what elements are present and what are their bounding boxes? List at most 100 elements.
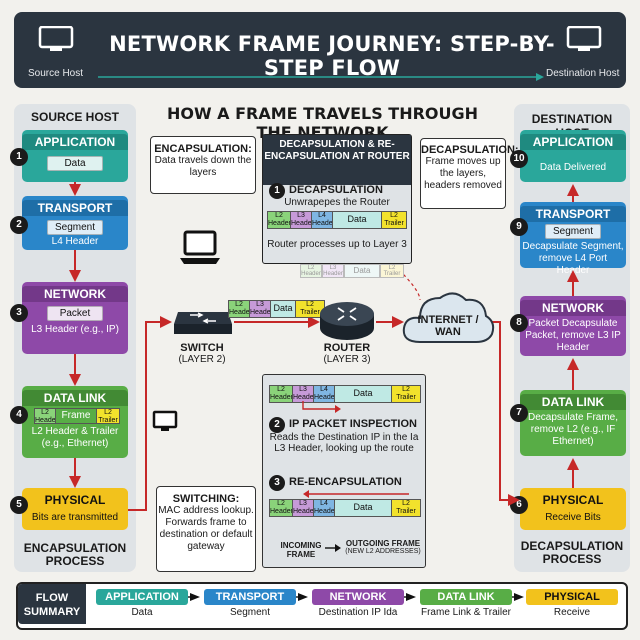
flow-step-network: NETWORK: [312, 589, 404, 605]
destination-layer-network: NETWORK Packet Decapsulate Packet, remov…: [520, 296, 626, 356]
faded-l2-header: L2 Header: [300, 264, 322, 278]
frame-l2-header: L2 Header: [269, 499, 293, 517]
layer-desc: L4 Header: [51, 236, 99, 247]
layer-name: NETWORK: [22, 286, 128, 302]
step-badge: 1: [10, 148, 28, 166]
destination-layer-transport: TRANSPORT Segment Decapsulate Segment, r…: [520, 202, 626, 276]
router-step2-desc: Reads the Destination IP in the Ia L3 He…: [269, 432, 419, 454]
router-step2-title: IP PACKET INSPECTION: [289, 418, 417, 430]
layer-desc: Data Delivered: [539, 162, 607, 173]
frame-l3-header: L3 Header: [249, 300, 273, 318]
flow-sub-network: Destination IP Ida: [318, 607, 398, 618]
source-layer-network: NETWORK Packet L3 Header (e.g., IP): [22, 282, 128, 354]
flow-sub-datalink: Frame Link & Trailer: [420, 607, 512, 618]
step-badge: 4: [10, 406, 28, 424]
destination-layer-physical: PHYSICAL Receive Bits: [520, 488, 626, 530]
decapsulation-footer: DECAPSULATION PROCESS: [520, 539, 624, 566]
layer-name: APPLICATION: [520, 134, 626, 150]
frame-l2-trailer: L2 Trailer: [381, 211, 407, 229]
incoming-to-outgoing-arrow: [325, 544, 341, 552]
callout-title: SWITCHING:: [172, 493, 240, 505]
laptop-icon: [180, 230, 220, 264]
frame-l3-header: L3 Header: [290, 211, 314, 229]
router-name: ROUTER: [323, 342, 371, 354]
outgoing-frame-note: (NEW L2 ADDRESSES): [345, 548, 421, 555]
frame-l4-header: L4 Header: [311, 211, 335, 229]
layer-pdu: Packet: [47, 306, 103, 321]
callout-text: MAC address lookup. Forwards frame to de…: [158, 505, 254, 552]
header-banner: NETWORK FRAME JOURNEY: STEP-BY-STEP FLOW…: [14, 12, 626, 88]
step-badge: 5: [10, 496, 28, 514]
layer-name: PHYSICAL: [542, 493, 604, 507]
step-badge-3: 3: [269, 475, 285, 491]
flow-summary-title: FLOW SUMMARY: [18, 584, 86, 624]
page-title: NETWORK FRAME JOURNEY: STEP-BY-STEP FLOW: [109, 32, 555, 80]
frame-data: Data: [332, 211, 382, 229]
flow-step-datalink: DATA LINK: [420, 589, 512, 605]
internet-cloud-icon: [402, 292, 495, 343]
frame-l3-header: L3 Header: [292, 499, 316, 517]
layer-name: TRANSPORT: [22, 200, 128, 216]
layer-name: TRANSPORT: [520, 206, 626, 222]
router-step1-desc: Unwrapepes the Router: [284, 197, 390, 208]
flow-summary: FLOW SUMMARY APPLICATION Data TRANSPORT …: [16, 582, 628, 630]
frame-data: Data: [270, 300, 296, 318]
flow-step-application: APPLICATION: [96, 589, 188, 605]
faded-data: Data: [344, 264, 380, 278]
frame-data: Data: [334, 385, 392, 403]
source-layer-datalink: DATA LINK L2 Header Frame L2 Trailer L2 …: [22, 386, 128, 458]
layer-desc: L2 Header & Trailer (e.g., Ethernet): [31, 426, 119, 449]
step-badge: 8: [510, 314, 528, 332]
layer-pdu: Segment: [47, 220, 103, 235]
source-layer-transport: TRANSPORT Segment L4 Header: [22, 196, 128, 250]
layer-desc: Decapsulate Frame, remove L2 (e.g., IF E…: [527, 412, 619, 447]
small-monitor-icon: [152, 410, 178, 431]
flow-sub-physical: Receive: [553, 607, 591, 618]
frame-l2-trailer: L2 Trailer: [391, 385, 421, 403]
frame-l2-header: L2 Header: [34, 408, 58, 424]
flow-step-transport: TRANSPORT: [204, 589, 296, 605]
layer-desc: Bits are transmitted: [31, 512, 119, 523]
router-step1-title: DECAPSULATION: [289, 184, 383, 196]
encapsulation-footer: ENCAPSULATION PROCESS: [23, 541, 127, 568]
destination-computer-icon: [566, 26, 602, 51]
encapsulation-callout: ENCAPSULATION: Data travels down the lay…: [150, 136, 256, 194]
router-decapsulation-box: DECAPSULATION & RE-ENCAPSULATION AT ROUT…: [262, 134, 412, 264]
frame-data: Data: [334, 499, 392, 517]
destination-host-label: Destination Host: [546, 68, 620, 79]
step-badge-1: 1: [269, 183, 285, 199]
step-badge: 7: [510, 404, 528, 422]
step-badge-2: 2: [269, 417, 285, 433]
frame-l2-header: L2 Header: [228, 300, 252, 318]
frame-l4-header: L4 Header: [313, 499, 337, 517]
source-host-label: Source Host: [28, 68, 84, 79]
source-layer-application: APPLICATION Data: [22, 130, 128, 182]
layer-pdu: Segment: [545, 224, 601, 239]
callout-title: DECAPSULATION:: [421, 144, 519, 156]
callout-text: Data travels down the layers: [154, 155, 252, 178]
flow-sub-application: Data: [131, 607, 153, 618]
switching-callout: SWITCHING: MAC address lookup. Forwards …: [156, 486, 256, 572]
decapsulation-callout: DECAPSULATION: Frame moves up the layers…: [420, 138, 519, 209]
router-process-box: L2 Header L3 Header L4 Header Data L2 Tr…: [262, 374, 426, 568]
callout-title: ENCAPSULATION:: [154, 143, 252, 155]
frame-l2-trailer: L2 Trailer: [391, 499, 421, 517]
outgoing-frame-label: OUTGOING FRAME: [345, 539, 421, 548]
source-layer-physical: PHYSICAL Bits are transmitted: [22, 488, 128, 530]
layer-desc: Packet Decapsulate Packet, remove L3 IP …: [525, 318, 621, 353]
layer-desc: Receive Bits: [545, 512, 601, 523]
step-badge: 2: [10, 216, 28, 234]
faded-l2-trailer: L2 Trailer: [380, 264, 404, 278]
layer-name: PHYSICAL: [44, 493, 106, 507]
router-icon[interactable]: [318, 298, 376, 342]
switch-icon[interactable]: [172, 304, 234, 338]
router-step3-title: RE-ENCAPSULATION: [289, 476, 402, 488]
frame-l2-trailer: L2 Trailer: [96, 408, 120, 424]
inspect-bracket: [302, 401, 341, 413]
router-label: ROUTER (LAYER 3): [312, 342, 382, 365]
router-layer: (LAYER 3): [323, 354, 371, 365]
step-badge: 9: [510, 218, 528, 236]
faded-l3-header: L3 Header: [322, 264, 344, 278]
layer-name: DATA LINK: [22, 390, 128, 406]
